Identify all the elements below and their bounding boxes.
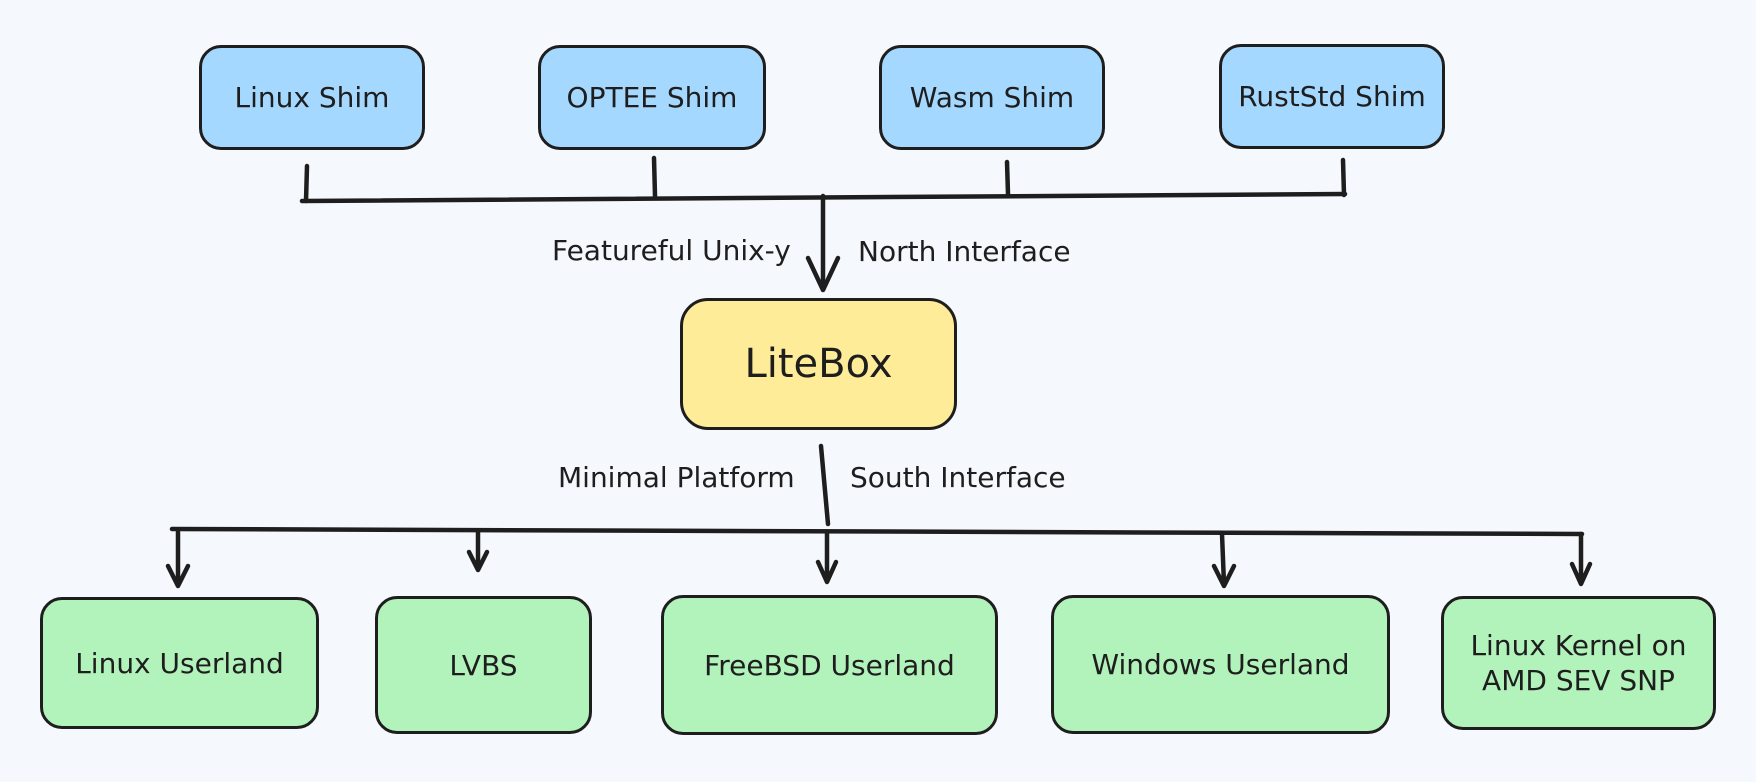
node-windows-userland: Windows Userland [1051,595,1390,734]
shim-connector-2 [651,155,658,199]
node-freebsd-userland: FreeBSD Userland [661,595,998,735]
shim-connector-4 [1340,157,1347,198]
node-litebox: LiteBox [680,298,957,430]
north-interface-label-left: Featureful Unix-y [552,234,791,267]
node-lvbs: LVBS [375,596,592,734]
platform-arrow-5 [1569,531,1593,587]
platform-arrow-3 [815,529,839,585]
south-interface-label-left: Minimal Platform [558,461,795,494]
south-interface-label-right: South Interface [850,461,1066,494]
platform-arrow-4 [1211,531,1237,589]
node-linux-userland: Linux Userland [40,597,319,729]
south-bus-line [169,526,1585,537]
north-arrow-head [805,255,841,293]
node-optee-shim: OPTEE Shim [538,45,766,150]
platform-arrow-1 [165,529,191,589]
node-linux-shim: Linux Shim [199,45,425,150]
node-ruststd-shim: RustStd Shim [1219,44,1445,149]
north-interface-label-right: North Interface [858,235,1071,268]
south-trunk-line [818,443,831,527]
shim-connector-3 [1004,159,1011,197]
node-linux-kernel-amd-sev-snp: Linux Kernel on AMD SEV SNP [1441,596,1716,730]
shim-connector-1 [303,163,310,204]
platform-arrow-2 [466,529,490,573]
node-wasm-shim: Wasm Shim [879,45,1105,150]
